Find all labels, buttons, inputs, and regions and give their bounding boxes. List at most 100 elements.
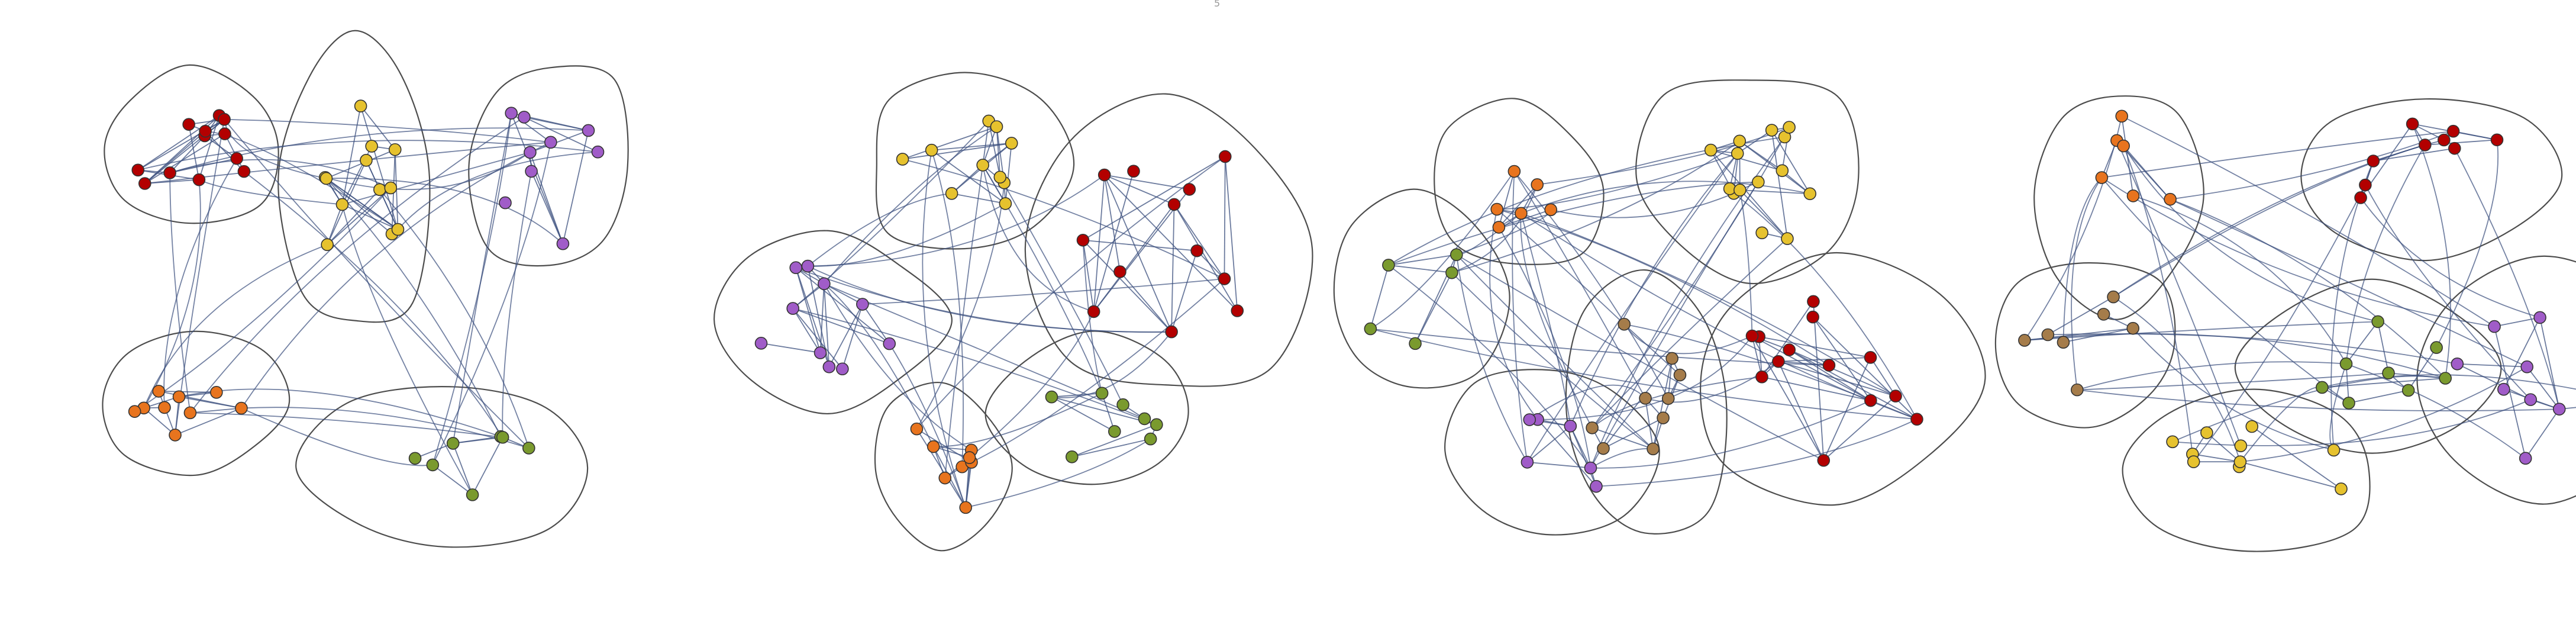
edge [1759, 336, 1871, 358]
edge [1652, 358, 1673, 449]
node-olive [2430, 341, 2443, 354]
edge [2193, 185, 2366, 462]
cluster-hull [468, 65, 629, 267]
edge [1082, 240, 1172, 333]
node-brown [1661, 392, 1675, 405]
node-brown [1657, 411, 1670, 424]
node-yellow [1733, 134, 1747, 148]
panel-1 [102, 30, 629, 548]
edge [795, 267, 821, 353]
edge [1224, 156, 1238, 311]
node-yellow [365, 140, 378, 153]
node-purple [1590, 479, 1603, 493]
node-yellow [360, 154, 373, 167]
node-red [1183, 183, 1196, 196]
edge [1171, 250, 1197, 332]
cluster-hull [277, 30, 431, 323]
edge [143, 244, 328, 408]
corner-mark: 5 [1214, 0, 1221, 9]
edge [2172, 375, 2446, 443]
node-olive [522, 442, 535, 455]
node-red [1772, 355, 1785, 368]
node-olive [1364, 322, 1377, 336]
node-purple [525, 165, 538, 178]
node-red [1864, 351, 1877, 364]
cluster-hull [295, 386, 589, 548]
node-yellow [1755, 226, 1768, 240]
edge [862, 278, 1225, 305]
edge [1173, 204, 1238, 311]
panel-3 [1333, 79, 1986, 536]
edge [2170, 198, 2446, 379]
node-olive [496, 430, 509, 444]
node-red [1755, 370, 1768, 384]
edge [2102, 130, 2454, 178]
node-purple [2524, 393, 2538, 406]
cluster-hull [2033, 95, 2204, 320]
edge [327, 189, 380, 245]
edge [472, 437, 503, 495]
edge [2360, 197, 2541, 318]
edge [999, 176, 1124, 405]
node-orange [235, 401, 248, 415]
edge [1496, 208, 1829, 366]
node-purple [883, 337, 896, 350]
edge [792, 308, 1157, 426]
edges [761, 120, 1238, 508]
node-purple [1523, 413, 1536, 426]
edge [1388, 254, 1457, 266]
node-red [1097, 168, 1111, 182]
node-yellow [319, 172, 333, 185]
node-purple [856, 298, 869, 311]
node-purple [582, 124, 595, 137]
edge [524, 117, 598, 153]
node-orange [172, 390, 186, 404]
edge [2170, 198, 2527, 368]
node-brown [2071, 383, 2084, 397]
edge [2123, 146, 2378, 323]
edge [531, 171, 564, 244]
edge [1778, 360, 1896, 397]
edge [2377, 321, 2389, 374]
edge [1570, 153, 1738, 427]
edge [2024, 321, 2378, 341]
cluster-hull [984, 330, 1189, 485]
edge [432, 142, 551, 465]
node-yellow [1776, 164, 1789, 178]
node-yellow [2200, 426, 2213, 439]
edge [1537, 127, 1790, 185]
edge [823, 284, 830, 367]
edge [2454, 148, 2560, 410]
node-orange [2095, 171, 2109, 184]
edge [1388, 181, 1758, 266]
edge [379, 189, 530, 449]
edge [1173, 204, 1225, 279]
node-red [1807, 295, 1820, 308]
edge [360, 105, 396, 150]
node-brown [2126, 321, 2140, 335]
edge [1710, 149, 1783, 172]
edge [2116, 140, 2242, 446]
edge [2048, 333, 2458, 365]
node-orange [2126, 189, 2140, 202]
edge [902, 126, 997, 160]
edge [1751, 336, 1762, 377]
nodes [2018, 110, 2566, 495]
edge [2132, 328, 2334, 451]
panel-4 [1994, 95, 2576, 552]
edge [1415, 272, 1452, 344]
edge [1812, 316, 1918, 420]
node-olive [1409, 337, 1422, 350]
edge [1520, 213, 1593, 429]
edge [1733, 192, 1918, 420]
edge [1005, 143, 1012, 204]
node-purple [814, 346, 827, 359]
node-yellow [2245, 420, 2259, 433]
edge [1093, 175, 1105, 312]
edge [2113, 144, 2426, 298]
cluster-hull [104, 64, 279, 224]
edge [1570, 426, 1592, 468]
edge [1758, 336, 1762, 377]
node-yellow [388, 143, 402, 156]
cluster-hull [1565, 269, 1728, 535]
